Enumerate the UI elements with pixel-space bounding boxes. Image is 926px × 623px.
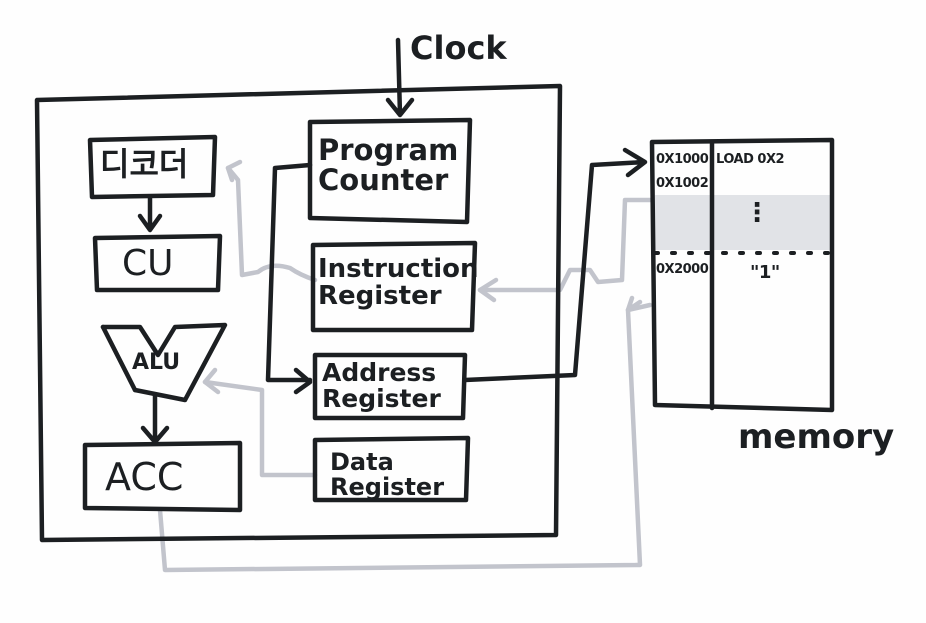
program-counter-box [307,117,473,225]
instruction-register-box [310,240,478,333]
alu-label[interactable]: ALU [132,350,181,375]
program-counter-label[interactable]: Program Counter [318,135,458,196]
decoder-label[interactable]: 디코더 [100,145,189,183]
memory-content-3: "1" [750,262,780,283]
address-register-line1: Address [322,358,437,387]
instruction-register-label[interactable]: Instruction Register [318,254,479,312]
memory-label: memory [738,417,895,457]
alu-left-edge [100,324,138,393]
ink-paths [34,37,835,543]
program-counter-line1: Program [318,133,459,167]
memory-address-1: 0X1002 [656,176,709,191]
dr-to-alu-path [202,379,318,478]
program-counter-line2: Counter [318,163,449,198]
address-register-line2: Register [322,384,441,414]
memory-loop-arrowhead [625,295,643,313]
memory-box [649,137,835,413]
memory-address-0: 0X1000 [656,152,709,167]
memory-content-0: LOAD 0X2 [716,152,785,167]
ir-to-decoder-path [225,165,318,283]
alu-to-acc-arrow [140,392,170,445]
cu-label[interactable]: CU [122,243,174,284]
clock-arrow [385,37,415,118]
data-register-line1: Data [330,448,394,476]
instruction-register-line2: Register [318,281,442,312]
cu-box [92,233,223,293]
acc-box [82,440,243,513]
cpu-outer-box [34,83,563,543]
clock-label: Clock [410,29,507,67]
data-register-label[interactable]: Data Register [330,448,445,502]
ir-arrowhead [477,277,499,303]
memory-address-3: 0X2000 [656,262,709,277]
alu-arrowhead [202,367,221,395]
memory-acc-loop-path [157,302,653,573]
instruction-register-line1: Instruction [318,254,479,284]
memory-shaded-region [655,195,830,250]
data-register-line2: Register [330,473,445,502]
gray-data-paths [157,159,653,573]
address-register-label[interactable]: Address Register [322,358,441,414]
pc-to-ar-arrow [265,162,313,395]
decoder-to-cu-arrow [137,194,163,233]
data-register-box [312,435,471,503]
address-register-box [312,352,468,421]
memory-to-ir-path [477,197,653,293]
decoder-arrowhead [225,159,243,183]
acc-label[interactable]: ACC [105,455,184,499]
decoder-box [87,134,218,200]
ar-to-memory-arrow [462,147,648,383]
memory-ellipsis: ⋮ [744,198,770,228]
